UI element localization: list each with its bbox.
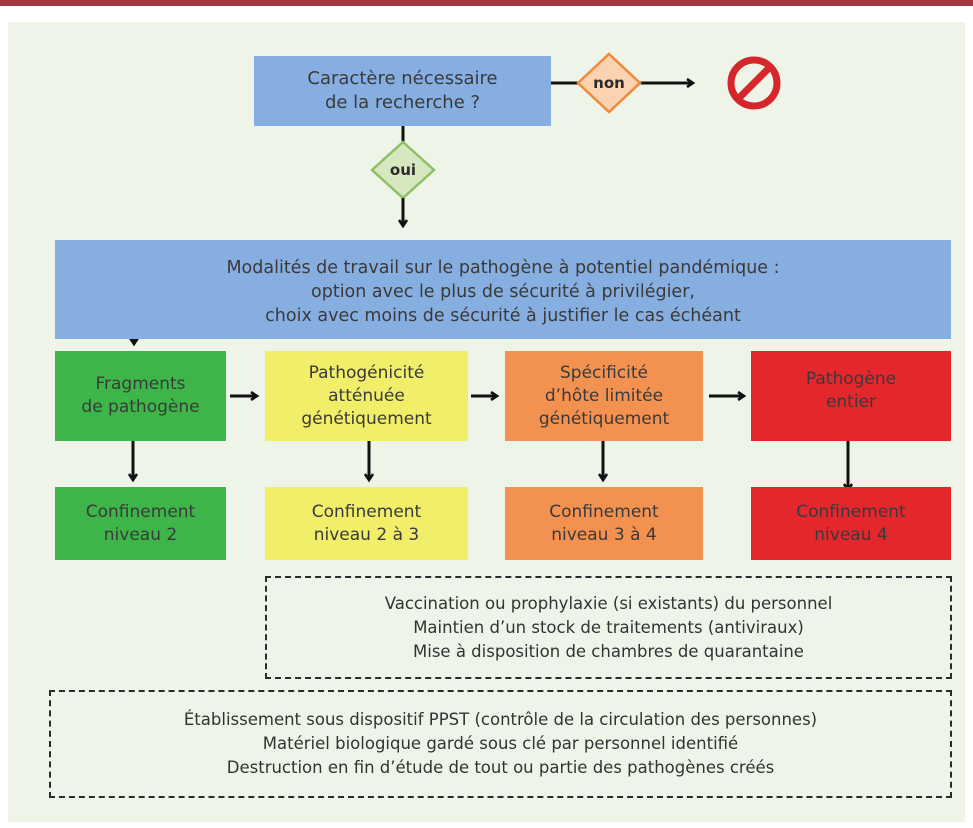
confinement-level-2-3: Confinement niveau 2 à 3: [265, 487, 468, 560]
question-text: Caractère nécessaire de la recherche ?: [307, 68, 498, 113]
modalities-text: Modalités de travail sur le pathogène à …: [226, 258, 780, 326]
option-attenuated-label: Pathogénicité atténuée génétiquement: [301, 362, 432, 429]
no-diamond: [576, 52, 642, 114]
confinement-level-3-4: Confinement niveau 3 à 4: [505, 487, 703, 560]
option-limited-host-label: Spécificité d’hôte limitée génétiquement: [538, 362, 670, 429]
personnel-measures-text: Vaccination ou prophylaxie (si existants…: [384, 593, 833, 661]
establishment-measures-box: Établissement sous dispositif PPST (cont…: [49, 690, 952, 798]
confinement-level-2-3-label: Confinement niveau 2 à 3: [311, 501, 422, 545]
confinement-level-4: Confinement niveau 4: [751, 487, 951, 560]
option-whole-pathogen: Pathogène entier: [751, 351, 951, 441]
confinement-level-3-4-label: Confinement niveau 3 à 4: [549, 501, 659, 545]
option-fragments-label: Fragments de pathogène: [81, 374, 200, 417]
no-diamond-label: non: [593, 74, 625, 92]
confinement-level-2-label: Confinement niveau 2: [85, 501, 196, 545]
header-bar: [0, 0, 973, 6]
personnel-measures-box: Vaccination ou prophylaxie (si existants…: [265, 576, 952, 679]
option-attenuated-pathogenicity: Pathogénicité atténuée génétiquement: [265, 351, 468, 441]
establishment-measures-text: Établissement sous dispositif PPST (cont…: [183, 710, 818, 777]
question-box: Caractère nécessaire de la recherche ?: [254, 56, 551, 126]
confinement-level-4-label: Confinement niveau 4: [796, 501, 906, 545]
stop-icon: [727, 56, 781, 110]
confinement-level-2: Confinement niveau 2: [55, 487, 226, 560]
option-limited-host-specificity: Spécificité d’hôte limitée génétiquement: [505, 351, 703, 441]
option-fragments: Fragments de pathogène: [55, 351, 226, 441]
modalities-box: Modalités de travail sur le pathogène à …: [55, 240, 951, 339]
yes-diamond-label: oui: [389, 161, 417, 179]
option-whole-pathogen-label: Pathogène entier: [805, 369, 897, 412]
